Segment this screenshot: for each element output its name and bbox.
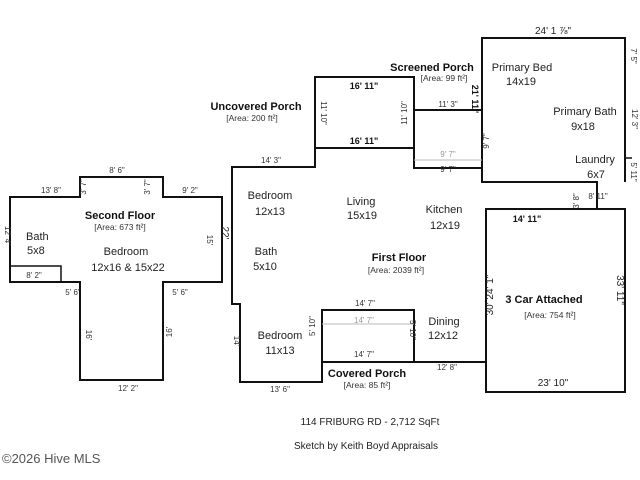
dimension-label: 21' 11"	[470, 85, 480, 113]
room-size: 12x16 & 15x22	[91, 262, 164, 274]
dimension-label: 23' 10"	[538, 378, 569, 389]
dimension-label: 13' 8"	[41, 186, 61, 195]
dimension-label: 12' 4"	[3, 226, 12, 246]
dimension-label: 7' 5"	[629, 48, 638, 64]
dimension-label: 14'	[232, 336, 241, 347]
screened-porch-title: Screened Porch	[390, 62, 474, 74]
room-size: 12x13	[255, 206, 285, 218]
dimension-label: 14' 7"	[355, 299, 375, 308]
dimension-label: 8' 6"	[109, 166, 125, 175]
room-name: Bedroom	[258, 330, 303, 342]
dimension-label: 16' 11"	[350, 136, 378, 146]
room-size: 5x10	[253, 261, 277, 273]
dimension-label: 9' 7"	[440, 150, 456, 159]
second-floor-area: [Area: 673 ft²]	[94, 222, 146, 232]
uncovered-porch-title: Uncovered Porch	[210, 101, 301, 113]
primary-suite-outline	[481, 37, 626, 182]
dimension-label: 14' 7"	[354, 350, 374, 359]
uncovered-porch-area: [Area: 200 ft²]	[226, 113, 278, 123]
dimension-label: 9' 7"	[482, 133, 491, 149]
first-floor-title: First Floor	[372, 252, 427, 264]
dimension-label: 30' 24' 1"	[485, 274, 496, 315]
dimension-label: 15'	[205, 235, 214, 246]
room-name: Primary Bath	[553, 106, 617, 118]
dimension-label: 14' 11"	[513, 214, 541, 224]
dimension-label: 11' 3"	[438, 100, 458, 109]
dimension-label: 11' 10"	[400, 101, 409, 125]
room-name: Bedroom	[248, 190, 293, 202]
mls-watermark: ©2026 Hive MLS	[2, 451, 101, 466]
dimension-label: 16'	[165, 326, 174, 337]
room-name: Living	[347, 196, 376, 208]
room-name: Bath	[255, 246, 278, 258]
dimension-label: 11' 10"	[319, 101, 328, 125]
screened-porch-area: [Area: 99 ft²]	[421, 73, 468, 83]
dimension-label: 3' 7"	[143, 179, 152, 195]
dimension-label: 3' 8"	[572, 193, 581, 209]
first-floor-area: [Area: 2039 ft²]	[368, 265, 424, 275]
second-floor-title: Second Floor	[85, 210, 156, 222]
dimension-label: 22'	[219, 226, 230, 239]
room-name: Bedroom	[104, 246, 149, 258]
garage-title: 3 Car Attached	[505, 294, 582, 306]
dimension-label: 24' 1 ⅞"	[535, 26, 571, 37]
room-size: 12x19	[430, 220, 460, 232]
dimension-label: 5' 6"	[172, 288, 188, 297]
dimension-label: 5' 10"	[308, 316, 317, 336]
room-size: 6x7	[587, 169, 605, 181]
dimension-label: 9' 7"	[440, 165, 456, 174]
room-size: 5x8	[27, 245, 45, 257]
room-name: Dining	[428, 316, 459, 328]
dimension-label: 16'	[84, 330, 93, 341]
second-floor-outline	[9, 176, 223, 381]
room-name: Primary Bed	[492, 62, 553, 74]
garage-area: [Area: 754 ft²]	[524, 310, 576, 320]
room-size: 9x18	[571, 121, 595, 133]
dimension-label: 14' 7"	[354, 316, 374, 325]
garage-outline	[485, 208, 626, 393]
room-size: 15x19	[347, 210, 377, 222]
covered-porch-title: Covered Porch	[328, 368, 407, 380]
room-name: Kitchen	[426, 204, 463, 216]
room-size: 11x13	[265, 345, 294, 357]
dimension-label: 5' 6"	[65, 288, 81, 297]
dimension-label: 3' 7"	[79, 179, 88, 195]
dimension-label: 14' 3"	[261, 156, 281, 165]
room-size: 14x19	[506, 76, 536, 88]
dimension-label: 12' 3"	[630, 109, 639, 129]
dimension-label: 12' 8"	[437, 363, 457, 372]
second-floor-bath-wall	[10, 265, 80, 283]
dimension-label: 9' 2"	[182, 186, 198, 195]
dimension-label: 8' 2"	[26, 271, 42, 280]
screened-porch-outline	[414, 109, 483, 168]
dimension-label: 8' 11"	[588, 192, 608, 201]
dimension-label: 16' 11"	[350, 81, 378, 91]
property-address: 114 FRIBURG RD - 2,712 SqFt	[301, 417, 440, 428]
first-floor-outline	[231, 148, 598, 383]
dimension-label: 33' 11"	[614, 275, 625, 305]
dimension-label: 13' 6"	[270, 385, 290, 394]
dimension-label: 12' 2"	[118, 384, 138, 393]
room-name: Bath	[26, 231, 49, 243]
room-name: Laundry	[575, 154, 615, 166]
dimension-label: 5' 11"	[629, 162, 638, 182]
dimension-label: 5' 10"	[408, 320, 417, 340]
sketch-credit: Sketch by Keith Boyd Appraisals	[294, 441, 438, 452]
room-size: 12x12	[428, 330, 458, 342]
covered-porch-area: [Area: 85 ft²]	[344, 380, 391, 390]
